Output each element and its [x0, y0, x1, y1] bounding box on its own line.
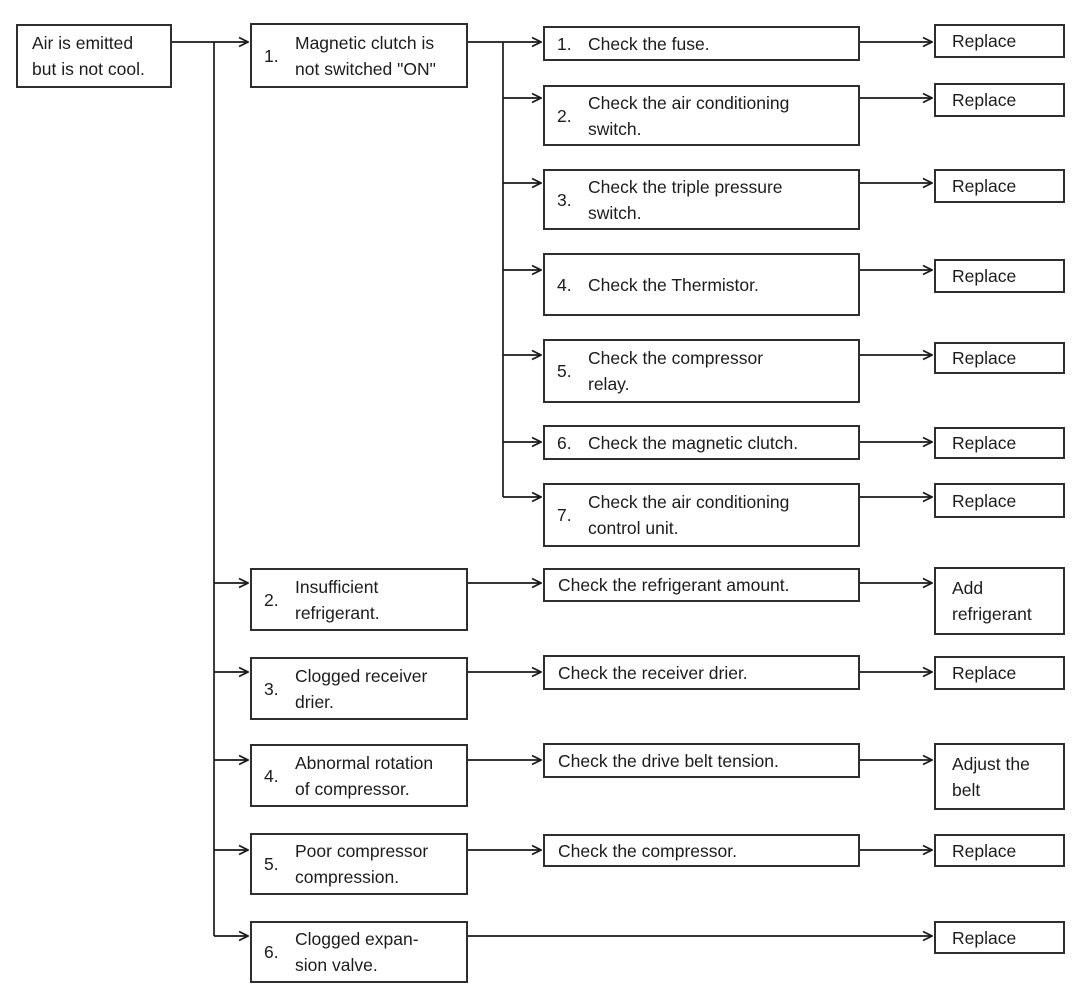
cause-box-3: 3. Clogged receiver drier.: [250, 657, 468, 720]
check-line: Check the refrigerant amount.: [558, 575, 790, 595]
check-number: 1.: [557, 33, 572, 54]
check-box-triple-pressure-switch: 3. Check the triple pressure switch.: [543, 169, 860, 230]
action-box-replace-6: Replace: [934, 427, 1065, 459]
action-line: Replace: [952, 663, 1017, 683]
check-number: 3.: [557, 189, 572, 210]
check-line: Check the compressor: [588, 348, 764, 368]
cause-box-1: 1. Magnetic clutch is not switched "ON": [250, 23, 468, 88]
cause-line: compression.: [295, 867, 400, 887]
action-line: refrigerant: [952, 604, 1032, 624]
check-box-magnetic-clutch: 6. Check the magnetic clutch.: [543, 425, 860, 460]
cause-number: 4.: [264, 765, 279, 786]
check-line: switch.: [588, 202, 642, 223]
action-box-replace-5: Replace: [934, 342, 1065, 374]
cause-number: 1.: [264, 45, 279, 66]
cause-line: Clogged expan-: [295, 929, 419, 949]
action-line: Add: [952, 578, 984, 598]
check-number: 4.: [557, 274, 572, 295]
check-box-ac-control-unit: 7. Check the air conditioning control un…: [543, 483, 860, 547]
check-number: 6.: [557, 432, 572, 453]
action-line: Replace: [952, 927, 1017, 948]
action-box-replace-9: Replace: [934, 834, 1065, 867]
action-line: Replace: [952, 348, 1017, 368]
cause-number: 3.: [264, 678, 279, 699]
cause-line: Magnetic clutch is: [295, 32, 435, 53]
cause-line: drier.: [295, 691, 334, 712]
check-box-ac-switch: 2. Check the air conditioning switch.: [543, 85, 860, 146]
cause-line: Clogged receiver: [295, 665, 428, 686]
cause-number: 5.: [264, 854, 279, 874]
action-line: Adjust the: [952, 753, 1030, 774]
cause-number: 6.: [264, 942, 279, 962]
action-line: belt: [952, 779, 981, 800]
cause-line: Poor compressor: [295, 841, 429, 861]
cause-line: of compressor.: [295, 778, 410, 799]
check-line: Check the drive belt tension.: [558, 750, 779, 771]
check-box-receiver-drier: Check the receiver drier.: [543, 655, 860, 690]
check-line: Check the air conditioning: [588, 92, 790, 113]
check-box-compressor: Check the compressor.: [543, 834, 860, 867]
check-box-drive-belt-tension: Check the drive belt tension.: [543, 743, 860, 778]
action-line: Replace: [952, 433, 1017, 453]
check-line: switch.: [588, 118, 642, 139]
cause-box-6: 6. Clogged expan- sion valve.: [250, 921, 468, 983]
cause-line: Insufficient: [295, 576, 379, 597]
cause-box-4: 4. Abnormal rotation of compressor.: [250, 744, 468, 807]
action-line: Replace: [952, 176, 1017, 196]
symptom-box: Air is emitted but is not cool.: [16, 24, 172, 88]
action-line: Replace: [952, 31, 1017, 51]
check-line: Check the triple pressure: [588, 176, 783, 197]
check-line: Check the compressor.: [558, 840, 737, 861]
cause-line: Abnormal rotation: [295, 752, 434, 773]
action-box-replace-3: Replace: [934, 169, 1065, 203]
check-line: Check the fuse.: [588, 33, 710, 54]
action-line: Replace: [952, 840, 1017, 861]
action-line: Replace: [952, 490, 1017, 511]
check-line: relay.: [588, 374, 630, 394]
action-box-replace-8: Replace: [934, 656, 1065, 690]
action-box-adjust-belt: Adjust the belt: [934, 743, 1065, 810]
connector-group: [172, 42, 932, 936]
check-box-thermistor: 4. Check the Thermistor.: [543, 253, 860, 316]
check-number: 5.: [557, 361, 572, 381]
check-box-compressor-relay: 5. Check the compressor relay.: [543, 339, 860, 403]
check-box-refrigerant-amount: Check the refrigerant amount.: [543, 568, 860, 602]
check-line: control unit.: [588, 518, 679, 538]
check-number: 7.: [557, 505, 572, 525]
action-box-replace-7: Replace: [934, 483, 1065, 518]
action-box-replace-2: Replace: [934, 83, 1065, 117]
cause-line: not switched "ON": [295, 58, 436, 79]
check-line: Check the magnetic clutch.: [588, 432, 799, 453]
action-box-replace-10: Replace: [934, 921, 1065, 954]
check-line: Check the receiver drier.: [558, 662, 748, 683]
check-line: Check the air conditioning: [588, 492, 790, 512]
cause-number: 2.: [264, 589, 279, 610]
action-box-replace-4: Replace: [934, 259, 1065, 293]
check-number: 2.: [557, 105, 572, 126]
cause-box-5: 5. Poor compressor compression.: [250, 833, 468, 895]
cause-box-2: 2. Insufficient refrigerant.: [250, 568, 468, 631]
check-box-fuse: 1. Check the fuse.: [543, 26, 860, 61]
cause-line: sion valve.: [295, 955, 378, 975]
check-line: Check the Thermistor.: [588, 274, 759, 295]
action-line: Replace: [952, 266, 1017, 286]
symptom-line: but is not cool.: [32, 59, 145, 79]
action-box-replace-1: Replace: [934, 24, 1065, 58]
action-box-add-refrigerant: Add refrigerant: [934, 567, 1065, 635]
symptom-line: Air is emitted: [32, 33, 134, 53]
action-line: Replace: [952, 90, 1017, 110]
cause-line: refrigerant.: [295, 602, 380, 623]
